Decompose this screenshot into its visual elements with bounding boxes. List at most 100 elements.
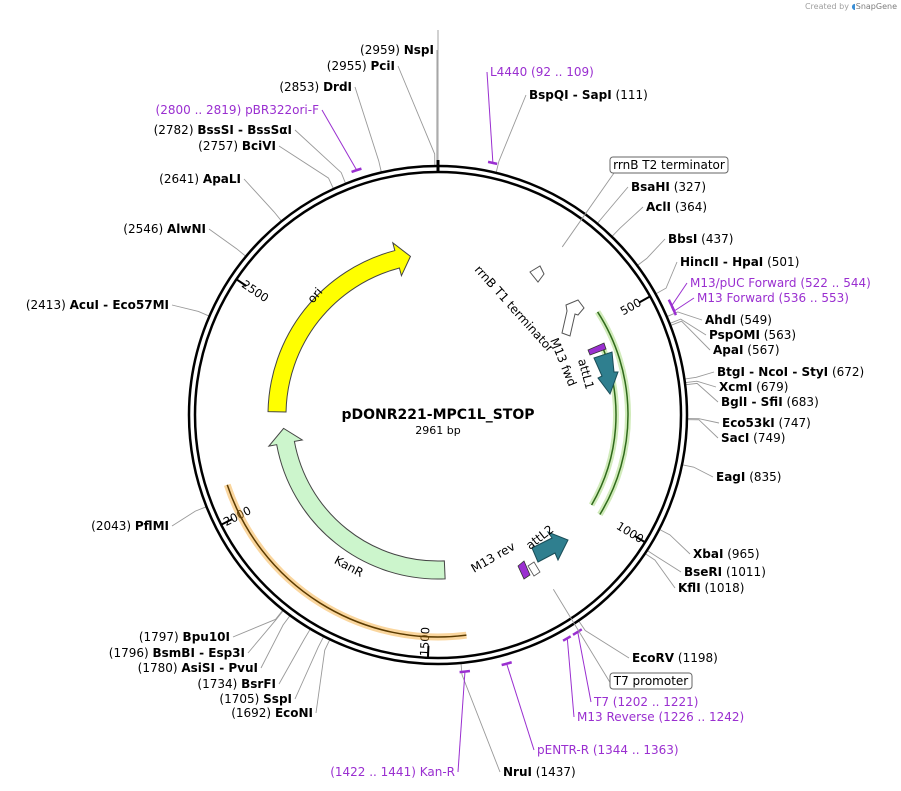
site-label: (2043) PflMI (91, 519, 169, 533)
site-leader-line (645, 553, 676, 589)
site-leader-line (670, 318, 707, 336)
site-position: (327) (674, 180, 706, 194)
site-25[interactable]: XcmI (679) (685, 380, 789, 394)
primer-name: pENTR-R (537, 743, 593, 757)
site-label: BglI - SfiI (683) (721, 395, 819, 409)
site-8[interactable]: (2043) PflMI (91, 506, 206, 533)
site-19[interactable]: BbsI (437) (637, 232, 733, 266)
primer-range: (1422 .. 1441) (330, 765, 420, 779)
site-32[interactable]: KflI (1018) (645, 553, 745, 595)
site-10[interactable]: (1796) BsmBI - Esp3I (109, 610, 284, 660)
ori-feature-arrow (267, 241, 412, 413)
primer-5[interactable]: M13 Reverse (1226 .. 1242) (562, 635, 744, 724)
site-1[interactable]: (2955) PciI (327, 59, 436, 166)
site-5[interactable]: (2641) ApaLI (159, 172, 282, 221)
primer-7[interactable]: (1422 .. 1441) Kan-R (330, 669, 471, 779)
site-29[interactable]: EagI (835) (682, 464, 782, 484)
site-21[interactable]: AhdI (549) (667, 311, 772, 327)
site-enzyme: Bpu10I (183, 630, 230, 644)
site-enzyme: BtgI - NcoI - StyI (717, 365, 828, 379)
site-9[interactable]: (1797) Bpu10I (139, 610, 283, 644)
boxed-feature-labels: rrnB T2 terminator T7 promoter (552, 156, 729, 690)
site-22[interactable]: PspOMI (563) (670, 318, 797, 342)
primer-2[interactable]: M13/pUC Forward (522 .. 544) (667, 276, 871, 312)
site-20[interactable]: HincII - HpaI (501) (656, 255, 799, 294)
site-enzyme: AlwNI (167, 222, 206, 236)
site-leader-line (671, 320, 711, 351)
site-15[interactable]: NruI (1437) (460, 663, 576, 779)
site-enzyme: HincII - HpaI (680, 255, 763, 269)
site-leader-line (685, 371, 715, 380)
site-4[interactable]: (2757) BciVI (198, 139, 334, 189)
site-12[interactable]: (1734) BsrFI (197, 629, 311, 691)
primer-arc (351, 167, 362, 174)
site-30[interactable]: XbaI (965) (659, 529, 760, 561)
primer-1[interactable]: (2800 .. 2819) pBR322ori-F (156, 103, 362, 174)
primer-label: L4440 (92 .. 109) (490, 65, 594, 79)
site-label: BbsI (437) (668, 232, 733, 246)
primer-label: M13 Forward (536 .. 553) (697, 291, 849, 305)
site-label: SacI (749) (721, 431, 785, 445)
snapgene-credit: Created by ◖SnapGene (805, 2, 897, 11)
site-leader-line (294, 129, 346, 183)
site-14[interactable]: (1692) EcoNI (231, 640, 330, 720)
site-13[interactable]: (1705) SspI (219, 636, 324, 706)
site-enzyme: AsiSI - PvuI (181, 661, 258, 675)
site-position: (1734) (197, 677, 237, 691)
plasmid-name: pDONR221-MPC1L_STOP (342, 407, 535, 423)
site-leader-line (656, 261, 678, 294)
primer-4[interactable]: T7 (1202 .. 1221) (572, 628, 698, 709)
site-label: (2546) AlwNI (123, 222, 206, 236)
site-leader-line (667, 311, 703, 321)
site-leader-line (247, 610, 284, 654)
site-18[interactable]: AclI (364) (612, 200, 707, 237)
site-position: (1437) (536, 765, 576, 779)
site-17[interactable]: BsaHI (327) (597, 180, 706, 224)
site-16[interactable]: BspQI - SapI (111) (495, 88, 648, 173)
attl1-arrow (593, 351, 619, 396)
site-33[interactable]: EcoRV (1198) (578, 621, 718, 665)
site-enzyme: BsrFI (241, 677, 276, 691)
boxed-feature-0[interactable]: rrnB T2 terminator (561, 156, 729, 248)
site-position: (2546) (123, 222, 163, 236)
site-position: (2955) (327, 59, 367, 73)
site-2[interactable]: (2853) DrdI (279, 80, 382, 172)
m13-rev-label: M13 rev (469, 539, 518, 575)
site-leader-line (232, 610, 283, 638)
primer-0[interactable]: L4440 (92 .. 109) (486, 65, 594, 166)
primer-leader-line (577, 632, 592, 703)
insert-arc-outer-line (596, 311, 629, 515)
site-28[interactable]: SacI (749) (687, 419, 785, 445)
primer-label: M13 Reverse (1226 .. 1242) (577, 710, 744, 724)
site-6[interactable]: (2546) AlwNI (123, 222, 246, 257)
site-position: (1705) (219, 692, 259, 706)
site-leader-line (171, 304, 209, 317)
site-3[interactable]: (2782) BssSI - BssSαI (154, 123, 346, 183)
site-position: (965) (727, 547, 759, 561)
site-enzyme: AhdI (705, 313, 736, 327)
site-enzyme: DrdI (323, 80, 352, 94)
site-23[interactable]: ApaI (567) (671, 320, 780, 357)
site-position: (501) (767, 255, 799, 269)
site-7[interactable]: (2413) AcuI - Eco57MI (26, 298, 209, 317)
orange-region-line (226, 484, 467, 638)
site-position: (1011) (726, 565, 766, 579)
site-27[interactable]: Eco53kI (747) (687, 416, 811, 430)
rrnb-t1-label: rrnB T1 terminator (472, 263, 557, 355)
site-label: KflI (1018) (678, 581, 744, 595)
site-position: (1692) (231, 706, 271, 720)
site-leader-line (647, 550, 682, 573)
site-24[interactable]: BtgI - NcoI - StyI (672) (685, 365, 864, 380)
site-label: EcoRV (1198) (632, 651, 718, 665)
site-31[interactable]: BseRI (1011) (647, 550, 766, 579)
primer-6[interactable]: pENTR-R (1344 .. 1363) (501, 661, 679, 757)
primer-3[interactable]: M13 Forward (536 .. 553) (671, 291, 849, 316)
tick-label: 1500 (417, 627, 432, 657)
site-26[interactable]: BglI - SfiI (683) (686, 382, 819, 409)
site-label: (1734) BsrFI (197, 677, 276, 691)
site-11[interactable]: (1780) AsiSI - PvuI (138, 615, 290, 675)
primer-leader-line (321, 109, 357, 170)
site-leader-line (294, 636, 324, 700)
boxed-feature-1[interactable]: T7 promoter (552, 589, 693, 690)
